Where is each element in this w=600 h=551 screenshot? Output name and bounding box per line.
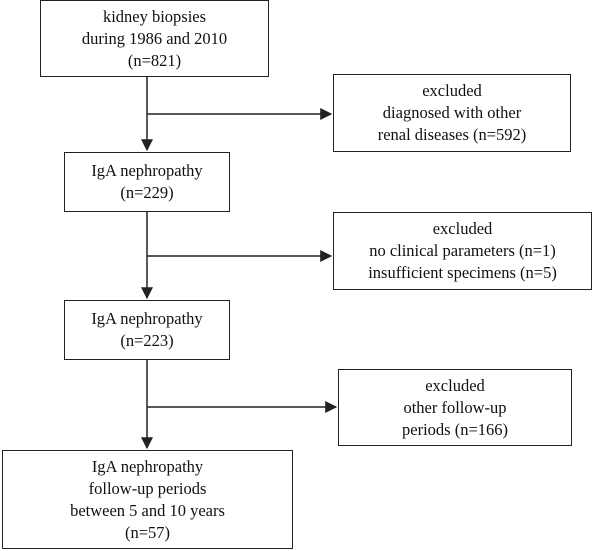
node-text-line: during 1986 and 2010 xyxy=(81,28,228,48)
node-iga-nephropathy-229: IgA nephropathy (n=229) xyxy=(64,152,230,212)
node-text-line: (n=821) xyxy=(127,50,182,70)
node-text-line: IgA nephropathy xyxy=(91,309,203,328)
node-text-line: (n=57) xyxy=(124,522,171,542)
node-text-line: periods (n=166) xyxy=(402,419,508,439)
node-kidney-biopsies: kidney biopsies during 1986 and 2010 (n=… xyxy=(40,0,269,77)
node-text-line: (n=229) xyxy=(120,183,174,202)
node-text-line: renal diseases (n=592) xyxy=(377,125,527,144)
node-iga-nephropathy-223: IgA nephropathy (n=223) xyxy=(64,300,230,360)
node-text-line: IgA nephropathy xyxy=(91,456,204,476)
node-text-line: kidney biopsies xyxy=(102,6,207,26)
node-text-line: no clinical parameters (n=1) xyxy=(369,241,556,260)
node-text-line: excluded xyxy=(432,219,493,238)
node-excluded-other-renal-diseases: excluded diagnosed with other renal dise… xyxy=(333,74,571,152)
node-excluded-missing-data: excluded no clinical parameters (n=1) in… xyxy=(333,212,592,290)
node-text-line: excluded xyxy=(425,375,485,395)
node-text-line: other follow-up xyxy=(403,397,507,417)
node-text-line: excluded xyxy=(422,81,482,100)
node-text-line: insufficient specimens (n=5) xyxy=(368,263,557,282)
node-text-line: (n=223) xyxy=(120,331,174,350)
node-text-line: IgA nephropathy xyxy=(91,161,203,180)
node-iga-nephropathy-final: IgA nephropathy follow-up periods betwee… xyxy=(2,450,293,549)
node-text-line: follow-up periods xyxy=(88,478,207,498)
node-text-line: between 5 and 10 years xyxy=(70,500,225,520)
node-text-line: diagnosed with other xyxy=(382,103,522,122)
node-excluded-other-follow-up: excluded other follow-up periods (n=166) xyxy=(338,369,572,446)
